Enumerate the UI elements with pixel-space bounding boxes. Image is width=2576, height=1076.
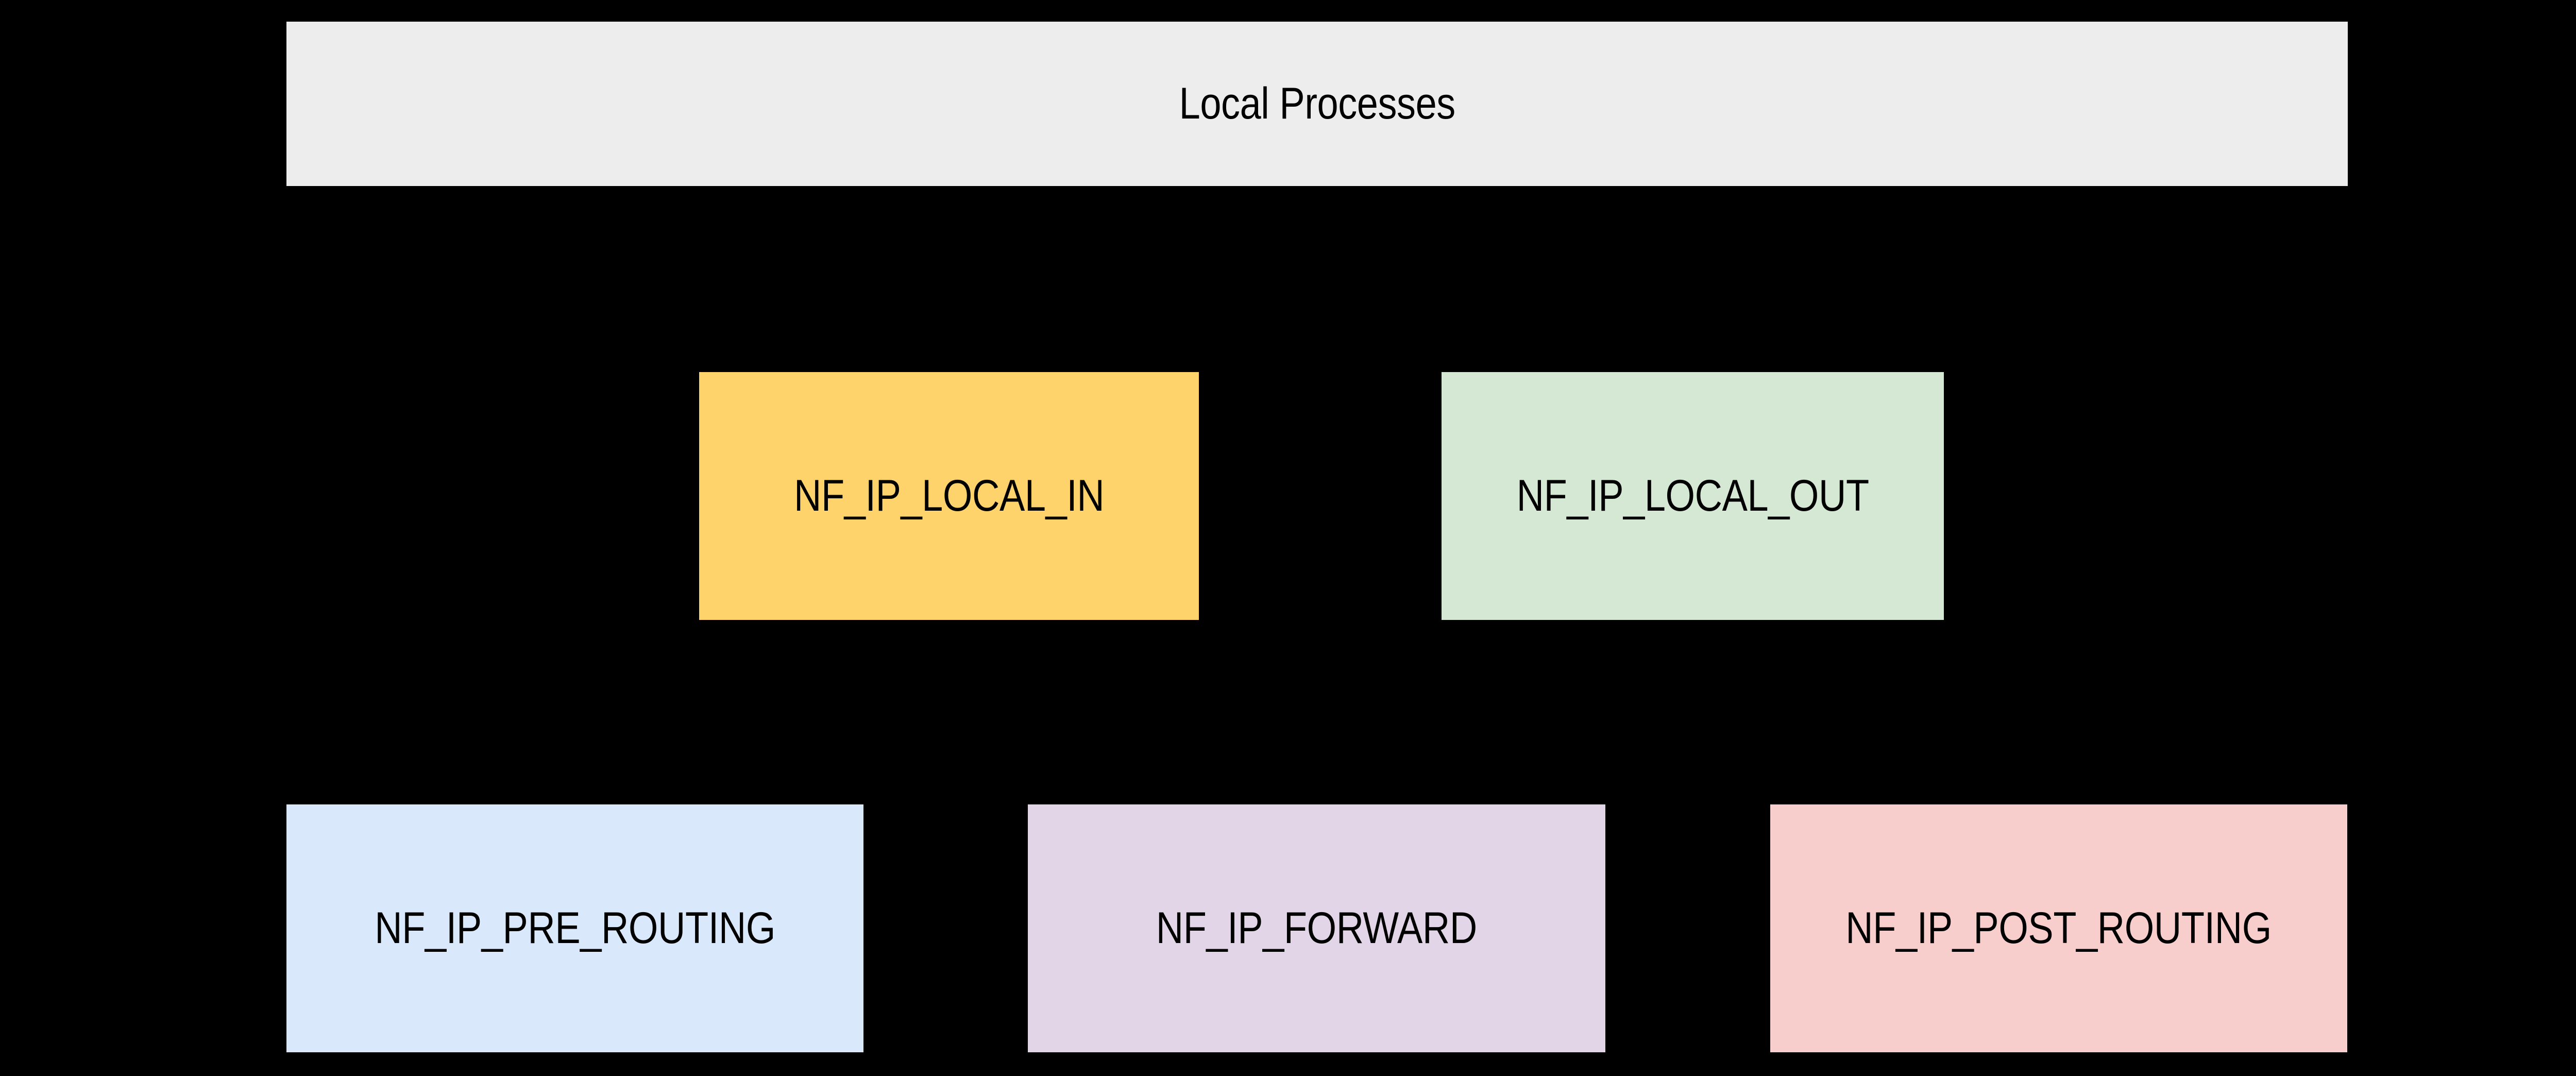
- node-nf-ip-post-routing-label: NF_IP_POST_ROUTING: [1845, 903, 2272, 953]
- node-local-processes[interactable]: Local Processes: [286, 22, 2348, 186]
- node-nf-ip-forward-label: NF_IP_FORWARD: [1156, 903, 1478, 953]
- node-nf-ip-pre-routing[interactable]: NF_IP_PRE_ROUTING: [286, 804, 863, 1052]
- node-nf-ip-forward[interactable]: NF_IP_FORWARD: [1028, 804, 1605, 1052]
- node-nf-ip-local-out[interactable]: NF_IP_LOCAL_OUT: [1442, 372, 1944, 620]
- node-nf-ip-local-in-label: NF_IP_LOCAL_IN: [793, 471, 1105, 521]
- node-nf-ip-post-routing[interactable]: NF_IP_POST_ROUTING: [1770, 804, 2347, 1052]
- node-local-processes-label: Local Processes: [1179, 79, 1455, 129]
- node-nf-ip-local-in[interactable]: NF_IP_LOCAL_IN: [699, 372, 1199, 620]
- node-nf-ip-pre-routing-label: NF_IP_PRE_ROUTING: [375, 903, 775, 953]
- node-nf-ip-local-out-label: NF_IP_LOCAL_OUT: [1516, 471, 1869, 521]
